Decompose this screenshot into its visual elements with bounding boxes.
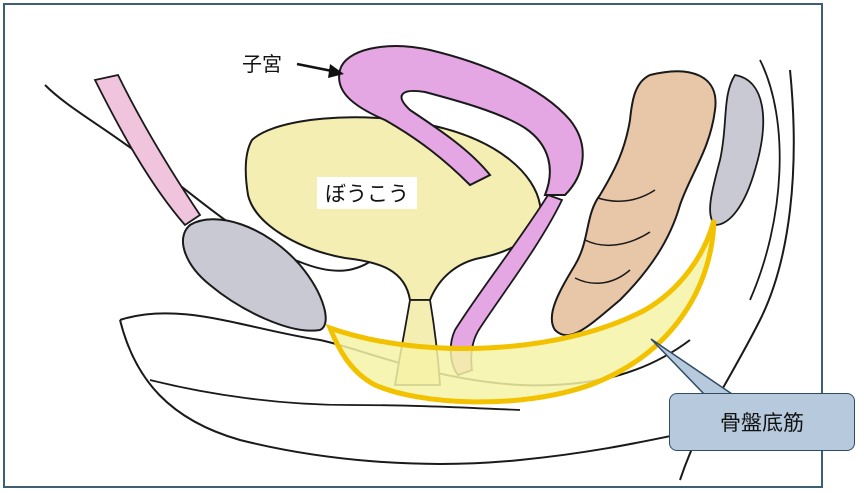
- bladder-label: ぼうこう: [317, 177, 417, 209]
- callout-pointer: [651, 339, 732, 394]
- pelvic-floor-muscle-callout: 骨盤底筋: [669, 393, 855, 451]
- abdominal-wall: [95, 75, 200, 225]
- uterus-arrow-line: [297, 64, 332, 71]
- uterus-label: 子宮: [242, 48, 282, 77]
- sacrum: [710, 75, 763, 225]
- pelvic-floor-muscle-label: 骨盤底筋: [720, 407, 804, 437]
